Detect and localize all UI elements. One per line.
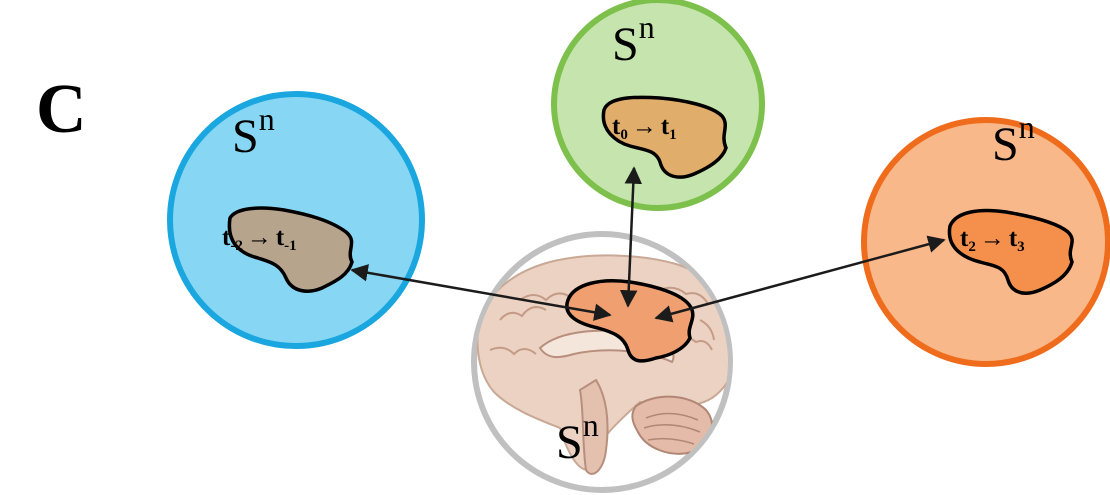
sphere-left-symbol: Sn <box>232 101 275 163</box>
sphere-symbol-base: S <box>612 18 639 71</box>
sphere-symbol-base: S <box>992 118 1019 171</box>
sphere-bottom: Sn <box>471 231 733 493</box>
sphere-symbol-exponent: n <box>639 9 655 45</box>
sphere-symbol-base: S <box>556 416 583 469</box>
brainstem <box>578 378 609 475</box>
sphere-symbol-exponent: n <box>583 407 599 443</box>
sphere-right: Sn t2→t3 <box>861 109 1110 367</box>
brain-region-left <box>227 206 354 293</box>
brain-region-top <box>601 95 728 179</box>
brain-region-right <box>947 208 1074 295</box>
transition-label-top: t0→t1 <box>612 113 677 143</box>
arrow-to-top <box>619 166 643 308</box>
sphere-right-symbol: Sn <box>992 109 1035 171</box>
connection-arrows <box>350 166 946 323</box>
sphere-symbol-exponent: n <box>1019 109 1035 145</box>
sphere-left: Sn t-2→t-1 <box>167 91 425 349</box>
cerebellum-folds <box>643 412 701 445</box>
sphere-symbol-base: S <box>232 110 259 163</box>
transition-label-right: t2→t3 <box>960 225 1025 255</box>
sphere-bottom-symbol: Sn <box>556 407 599 469</box>
sphere-top: Sn t0→t1 <box>551 0 765 211</box>
panel-label: C <box>36 71 87 148</box>
arrow-to-right <box>654 235 946 323</box>
sphere-top-symbol: Sn <box>612 9 655 71</box>
arrow-to-left <box>350 264 612 321</box>
sphere-symbol-exponent: n <box>259 101 275 137</box>
transition-label-left: t-2→t-1 <box>222 224 297 254</box>
